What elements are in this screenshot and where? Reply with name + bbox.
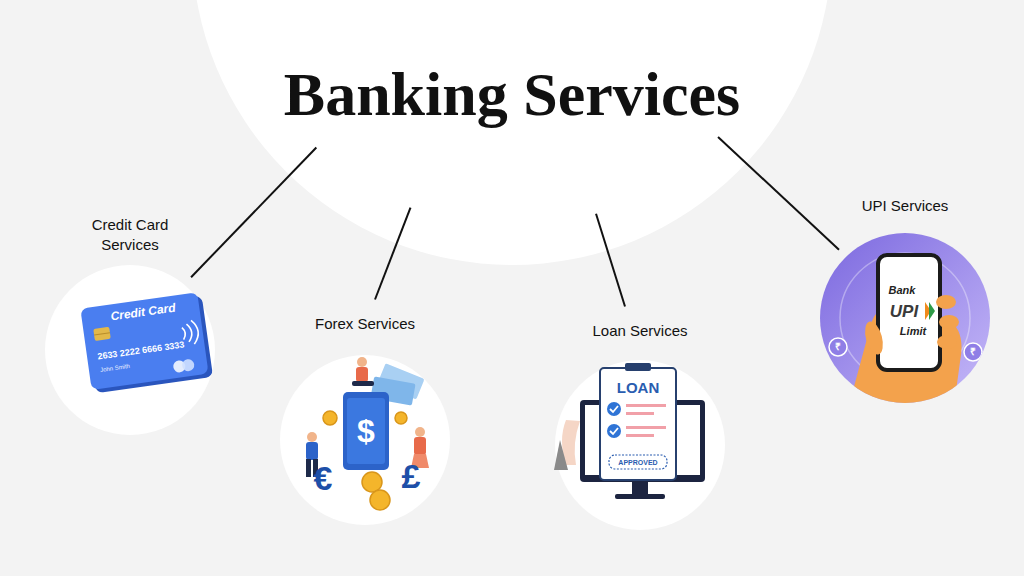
illustration-text: 2633 2222 6666 3333 bbox=[97, 340, 185, 361]
illustration-text: LOAN bbox=[617, 380, 660, 395]
service-node: Credit Card Services bbox=[45, 215, 215, 435]
illustration-text: ₹ bbox=[835, 342, 841, 352]
service-node: UPI Services bbox=[820, 196, 990, 404]
illustration-text: ₹ bbox=[970, 347, 976, 357]
illustration-text: APPROVED bbox=[618, 459, 657, 466]
service-node: Loan Services bbox=[555, 321, 725, 531]
service-circle bbox=[280, 355, 450, 525]
illustration-text: Limit bbox=[900, 326, 926, 337]
illustration-text: £ bbox=[402, 459, 421, 493]
connector-line bbox=[375, 208, 410, 300]
title-text: Banking Services bbox=[192, 59, 832, 130]
service-label: Forex Services bbox=[280, 314, 450, 334]
service-label: UPI Services bbox=[820, 196, 990, 216]
illustration-text: UPI bbox=[890, 303, 918, 320]
service-circle bbox=[555, 360, 725, 530]
illustration-text: $ bbox=[357, 415, 375, 447]
connector-line bbox=[596, 214, 625, 307]
title-circle: Banking Services bbox=[192, 0, 832, 265]
illustration-text: John Smith bbox=[100, 363, 131, 373]
connector-line bbox=[191, 148, 316, 278]
service-circle bbox=[45, 265, 215, 435]
upi-icon bbox=[829, 253, 982, 420]
service-label: Credit Card Services bbox=[78, 215, 182, 254]
illustration-text: Bank bbox=[889, 285, 916, 296]
illustration-text: Credit Card bbox=[110, 302, 176, 323]
illustration-text: € bbox=[314, 461, 333, 495]
title-circle bbox=[192, 0, 832, 265]
service-label: Loan Services bbox=[555, 321, 725, 341]
forex-icon bbox=[306, 357, 429, 510]
connector-line bbox=[718, 137, 839, 250]
credit-card-icon bbox=[80, 292, 213, 394]
loan-icon bbox=[554, 363, 705, 499]
